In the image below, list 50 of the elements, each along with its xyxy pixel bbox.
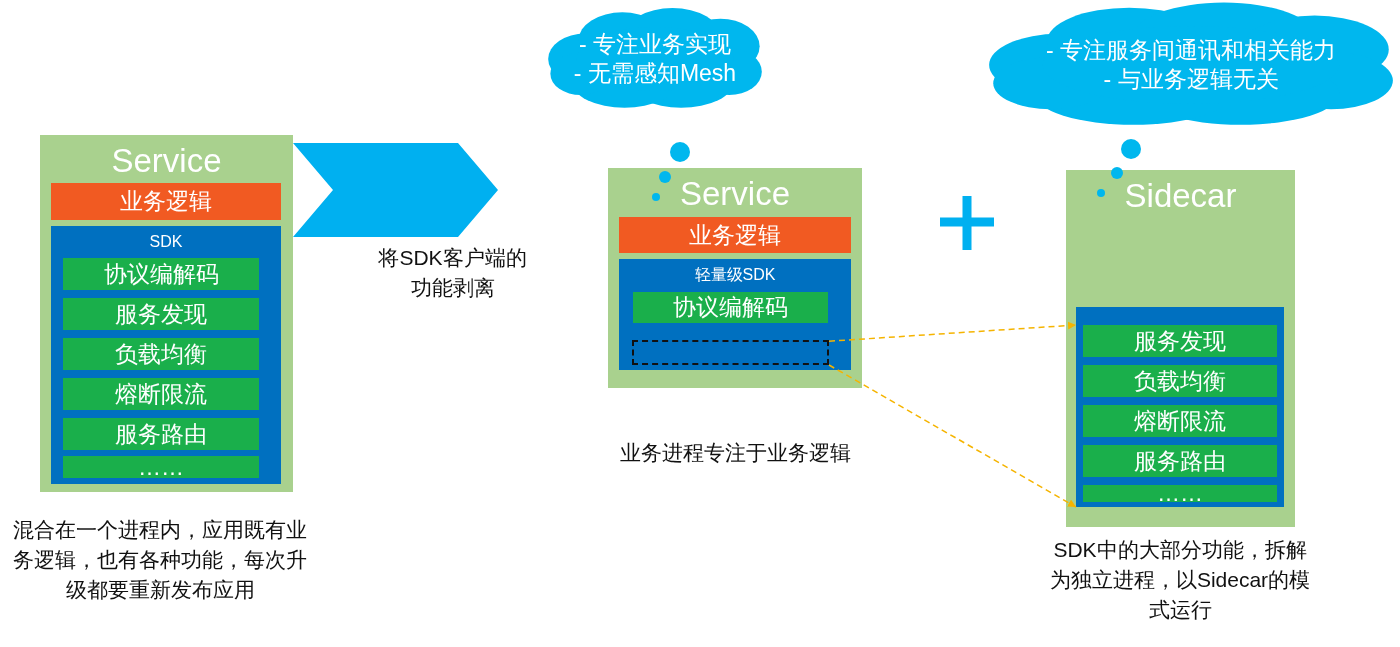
bar-label: 服务发现	[114, 300, 208, 329]
process-box	[608, 168, 862, 388]
node-label: SDK中的大部分功能，拆解为独立进程，以Sidecar的模式运行	[1048, 537, 1312, 623]
cloud-text: - 专注业务实现	[578, 30, 732, 59]
bar-label: 负载均衡	[1133, 367, 1227, 396]
bar-label: 服务发现	[1133, 327, 1227, 356]
function-bar	[633, 292, 828, 323]
function-bar	[63, 456, 259, 478]
function-bar	[63, 258, 259, 290]
function-panel	[1076, 307, 1284, 507]
function-bar	[63, 378, 259, 410]
function-bar	[1083, 325, 1277, 357]
cloud-text: - 无需感知Mesh	[573, 59, 737, 88]
logic-bar	[51, 183, 281, 220]
bar-label: 业务逻辑	[688, 221, 782, 250]
chevron-arrow	[293, 143, 498, 237]
cloud-text: - 专注服务间通讯和相关能力	[1045, 36, 1337, 65]
cloud-text: - 与业务逻辑无关	[1103, 65, 1279, 94]
panel-title: SDK	[148, 232, 184, 252]
box-title: Service	[678, 174, 791, 214]
bar-label: ……	[1156, 485, 1204, 502]
dashed-placeholder	[632, 340, 829, 365]
dashed-arrow	[828, 321, 1077, 342]
function-bar	[63, 338, 259, 370]
sdk-panel	[51, 226, 281, 484]
bar-label: 熔断限流	[114, 380, 208, 409]
bar-label: 协议编解码	[672, 293, 789, 322]
function-bar	[1083, 365, 1277, 397]
node-label: 混合在一个进程内，应用既有业务逻辑，也有各种功能，每次升级都要重新发布应用	[12, 517, 308, 603]
dashed-arrow	[828, 364, 1077, 508]
function-bar	[63, 298, 259, 330]
box-title: Sidecar	[1123, 176, 1238, 216]
function-bar	[1083, 445, 1277, 477]
process-box	[1066, 170, 1295, 527]
function-bar	[63, 418, 259, 450]
bar-label: 协议编解码	[102, 260, 220, 289]
node-label: 业务进程专注于业务逻辑	[618, 440, 852, 466]
bar-label: 服务路由	[1133, 447, 1227, 476]
bar-label: 负载均衡	[114, 340, 208, 369]
sdk-panel	[619, 259, 851, 370]
bar-label: ……	[137, 456, 185, 478]
box-title: Service	[110, 141, 223, 181]
bar-label: 熔断限流	[1133, 407, 1227, 436]
bar-label: 业务逻辑	[119, 187, 213, 216]
logic-bar	[619, 217, 851, 253]
bar-label: 服务路由	[114, 420, 208, 449]
panel-title: 轻量级SDK	[693, 265, 777, 285]
function-bar	[1083, 485, 1277, 502]
function-bar	[1083, 405, 1277, 437]
process-box	[40, 135, 293, 492]
